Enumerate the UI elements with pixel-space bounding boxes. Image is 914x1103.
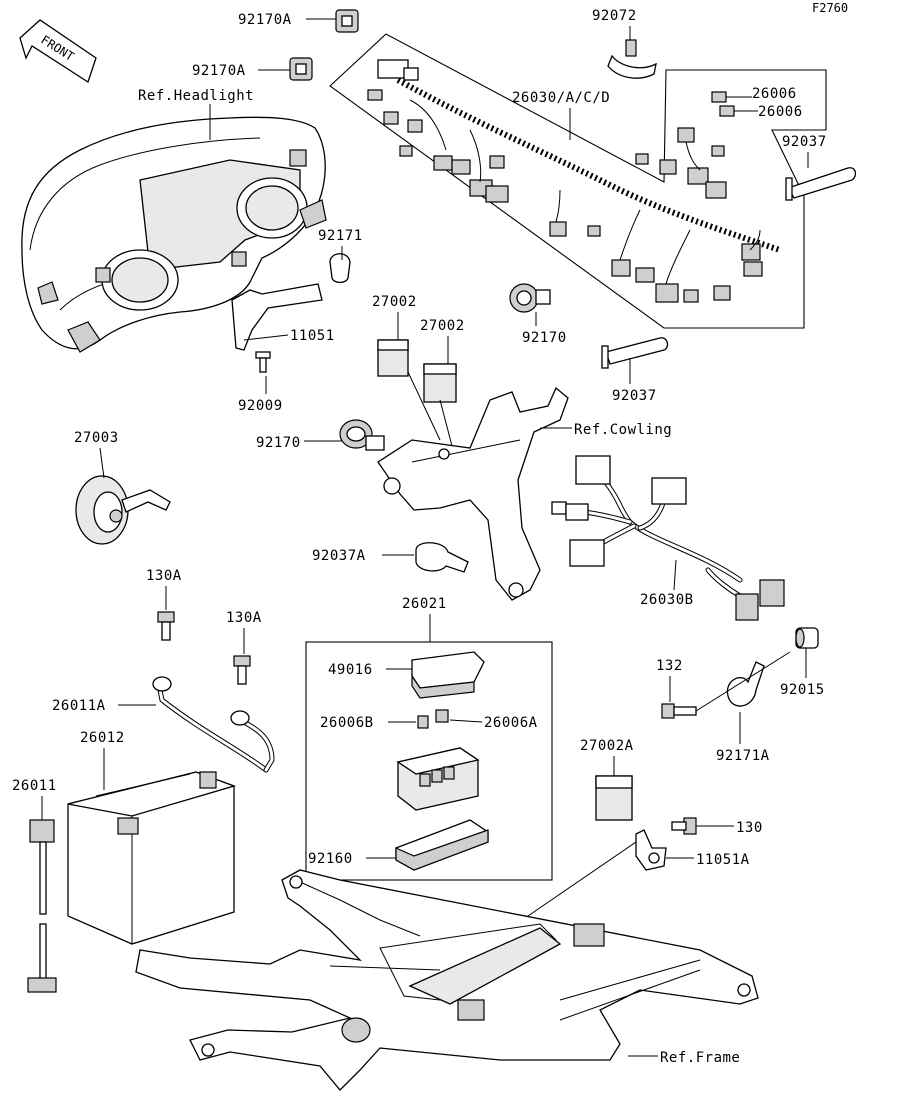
callout-26006-a: 26006 [752,86,797,102]
ref-headlight-label: Ref.Headlight [138,88,254,104]
callout-130A-b: 130A [226,610,262,626]
junction-box [396,747,480,811]
frame [135,869,759,1091]
callout-92171: 92171 [318,228,363,244]
clamp-92037A [415,542,469,573]
callout-92037-mid: 92037 [612,388,657,404]
fuse-26006A [435,709,449,723]
battery-26012 [67,771,237,945]
callout-26006B: 26006B [320,715,374,731]
fuse-26006-a [711,91,727,103]
callout-92037-right: 92037 [782,134,827,150]
bolt-130A-a [157,611,175,641]
callout-27002A: 27002A [580,738,634,754]
grommet-92170-mid [509,283,551,313]
strap-92037-mid [601,337,669,369]
callout-92170A-top: 92170A [238,12,292,28]
collar-92015 [795,627,819,649]
callout-26006A: 26006A [484,715,538,731]
cover-92160 [395,819,489,871]
cowling-stay [377,371,569,601]
bolt-130 [671,817,697,835]
callout-130A-a: 130A [146,568,182,584]
ref-frame-label: Ref.Frame [660,1050,740,1066]
callout-26030B: 26030B [640,592,694,608]
bolt-132 [661,703,697,719]
figure-code: F2760 [812,1,848,15]
callout-26030ACD: 26030/A/C/D [512,90,610,106]
callout-27002-a: 27002 [372,294,417,310]
callout-130: 130 [736,820,763,836]
bolt-130A-b [233,655,251,685]
cable-26011 [27,819,57,993]
callout-92170A-mid: 92170A [192,63,246,79]
callout-92170-left: 92170 [256,435,301,451]
callout-92170-mid: 92170 [522,330,567,346]
bracket-11051A [635,829,667,871]
bolt-92009 [255,351,271,373]
callout-27002-b: 27002 [420,318,465,334]
callout-49016: 49016 [328,662,373,678]
horn-27003 [75,475,171,545]
callout-26021: 26021 [402,596,447,612]
fuse-26006-b [719,105,735,117]
grommet-92170-left [339,419,385,451]
callout-92160: 92160 [308,851,353,867]
callout-26011A: 26011A [52,698,106,714]
callout-92171A: 92171A [716,748,770,764]
cover-49016 [411,651,485,699]
relay-27002-b [423,363,457,403]
headlight-assembly [21,116,327,353]
callout-26006-b: 26006 [758,104,803,120]
callout-92072: 92072 [592,8,637,24]
clip-92170A-top [335,9,359,33]
relay-27002A [595,775,633,821]
sub-harness-26030B [551,455,785,621]
fuse-26006B [417,715,429,729]
callout-27003: 27003 [74,430,119,446]
junction-box-group-frame [305,641,553,881]
ref-cowling-label: Ref.Cowling [574,422,672,438]
callout-26011: 26011 [12,778,57,794]
callout-26012: 26012 [80,730,125,746]
cable-26011A [152,676,275,773]
front-arrow-icon: FRONT [19,19,97,83]
callout-92015: 92015 [780,682,825,698]
main-harness [329,33,827,329]
callout-92037A: 92037A [312,548,366,564]
clip-92170A-mid [289,57,313,81]
clamp-92171A [726,661,765,707]
callout-11051A: 11051A [696,852,750,868]
callout-11051: 11051 [290,328,335,344]
strap-92037-right [785,167,857,201]
callout-92009: 92009 [238,398,283,414]
band-92072 [607,39,657,79]
relay-27002-a [377,339,409,377]
clamp-92171 [329,253,351,284]
callout-132: 132 [656,658,683,674]
